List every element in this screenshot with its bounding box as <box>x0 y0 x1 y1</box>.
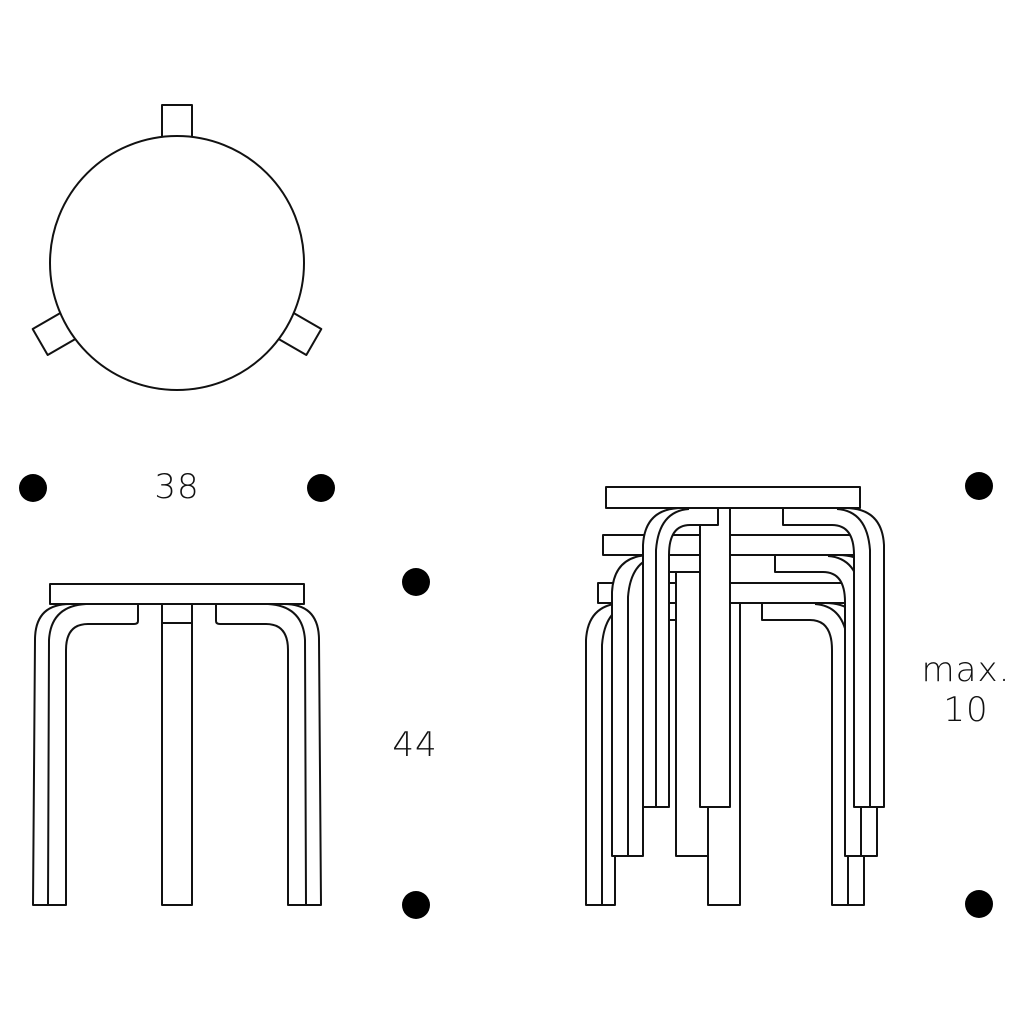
front-view <box>32 583 322 906</box>
stack-marker-top <box>965 472 993 500</box>
left-leg <box>32 603 139 906</box>
width-label: 38 <box>154 467 200 507</box>
stack-marker-bottom <box>965 890 993 918</box>
stack-max-label: max. <box>921 650 1011 690</box>
height-marker-top <box>402 568 430 596</box>
width-marker-left <box>19 474 47 502</box>
center-leg <box>161 603 193 906</box>
stack-stool-1 <box>605 486 885 808</box>
top-leg-tab <box>161 104 193 140</box>
seat <box>49 583 305 605</box>
height-label: 44 <box>392 725 438 765</box>
right-leg <box>215 603 322 906</box>
seat-circle <box>49 135 305 391</box>
height-marker-bottom <box>402 891 430 919</box>
stacked-view <box>585 486 885 906</box>
width-marker-right <box>307 474 335 502</box>
top-view <box>31 104 323 391</box>
stack-count-label: 10 <box>943 690 989 730</box>
